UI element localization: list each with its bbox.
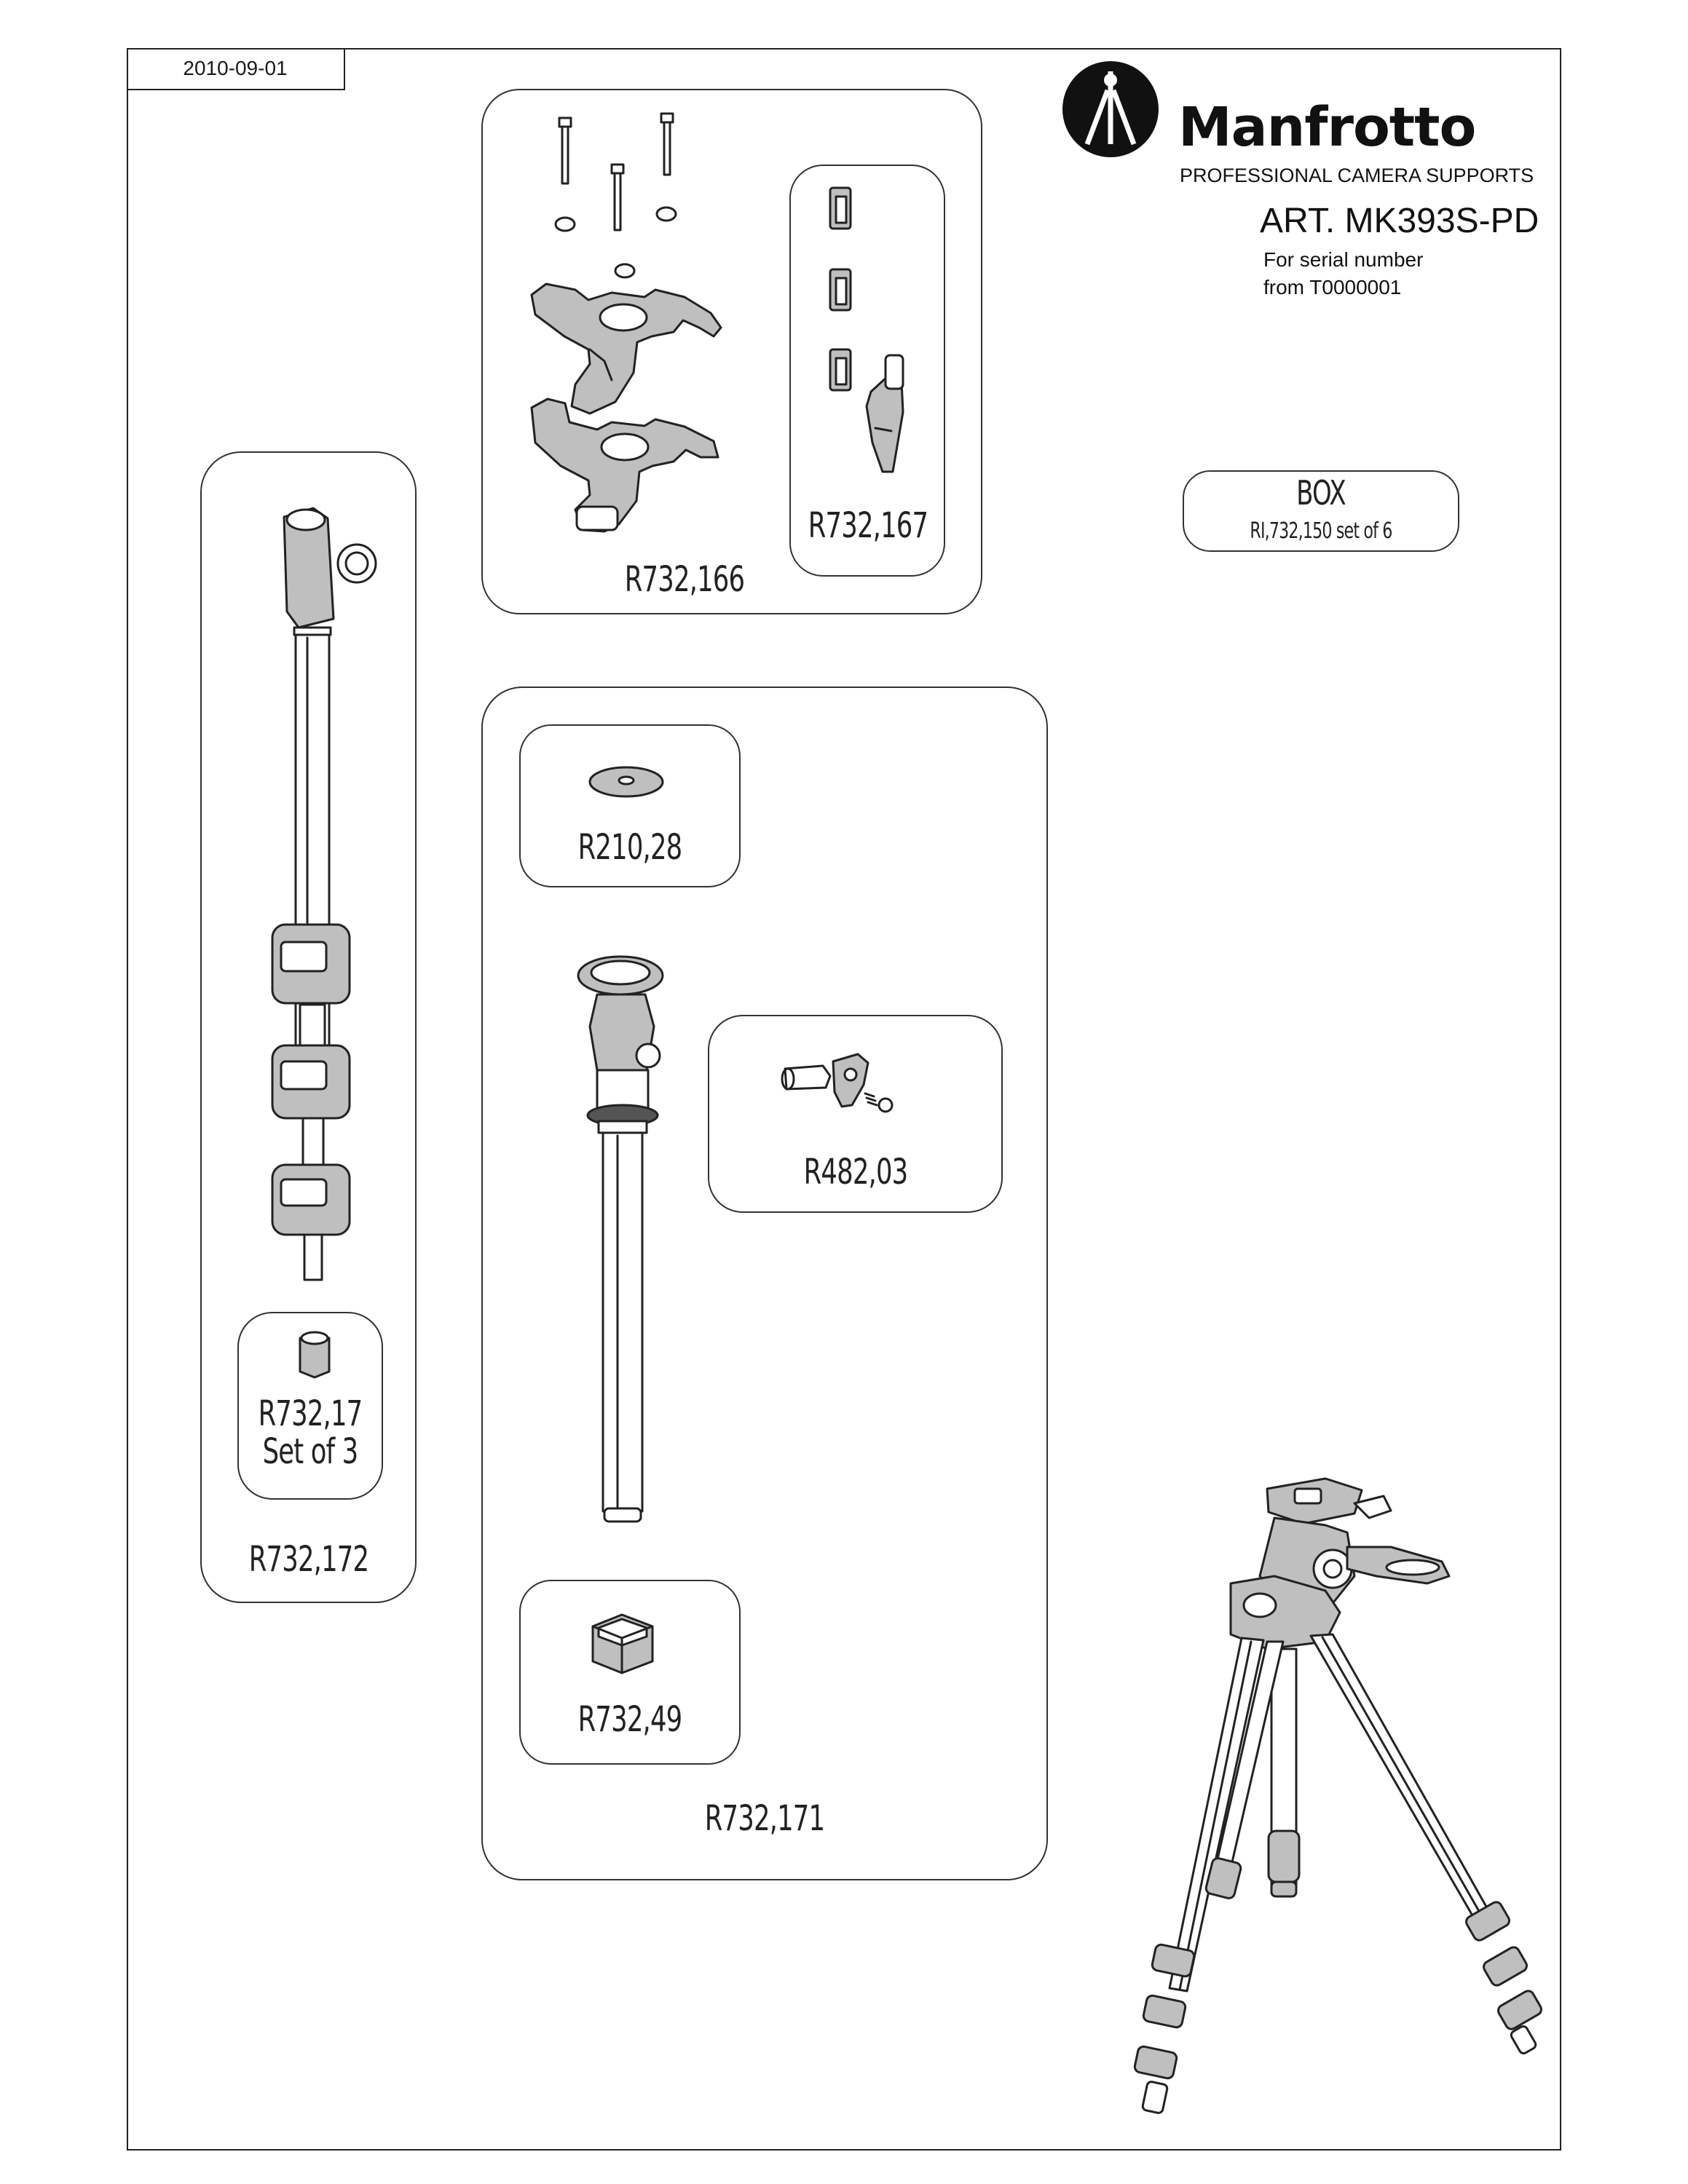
leg-clamp-drawing	[530, 112, 722, 533]
part-code-r732-167: R732,167	[808, 505, 928, 546]
part-code-r482-03: R482,03	[803, 1152, 909, 1192]
column-collar-drawing	[591, 1613, 654, 1674]
part-code-r732-172: R732,172	[248, 1539, 369, 1580]
panel-r732-49	[519, 1580, 741, 1765]
panel-r732-171	[481, 687, 1048, 1880]
serial-line-1: For serial number	[1263, 248, 1424, 271]
tripod-assembly-drawing	[1133, 1477, 1542, 2114]
box-code: RI,732,150 set of 6	[1250, 518, 1392, 544]
brand-tagline: PROFESSIONAL CAMERA SUPPORTS	[1180, 165, 1534, 186]
panel-r732-172	[200, 451, 417, 1603]
part-code-r210-28: R210,28	[577, 827, 683, 868]
date-label: 2010-09-01	[127, 48, 345, 90]
column-ballhead-drawing	[577, 955, 664, 1523]
locking-knob-drawing	[781, 1053, 894, 1113]
serial-info: For serial number from T0000001	[1263, 246, 1423, 301]
panel-r482-03	[708, 1015, 1003, 1213]
center-column-drawing	[271, 507, 377, 1281]
panel-r732-17	[237, 1312, 383, 1500]
panel-r732-166	[481, 89, 982, 614]
panel-box	[1183, 470, 1459, 552]
box-title: BOX	[1296, 473, 1346, 513]
part-code-r732-171: R732,171	[704, 1798, 825, 1839]
column-bushing-drawing	[299, 1331, 331, 1379]
panel-r210-28	[519, 724, 741, 887]
washer-drawing	[588, 766, 664, 798]
part-code-r732-166: R732,166	[624, 559, 745, 600]
clip-parts-drawing	[829, 186, 904, 473]
part-code-r732-49: R732,49	[577, 1699, 683, 1740]
brand-block: Manfrotto PROFESSIONAL CAMERA SUPPORTS	[1060, 58, 1534, 189]
brand-name: Manfrotto	[1178, 96, 1476, 159]
manfrotto-logo-icon	[1062, 61, 1159, 157]
part-code-r732-17: R732,17	[258, 1393, 363, 1434]
article-number: ART. MK393S-PD	[1260, 202, 1539, 240]
panel-r732-167	[789, 165, 945, 577]
drawing-sheet-frame	[127, 48, 1561, 2151]
serial-line-2: from T0000001	[1263, 276, 1402, 298]
part-code-set-of-3: Set of 3	[262, 1431, 359, 1472]
